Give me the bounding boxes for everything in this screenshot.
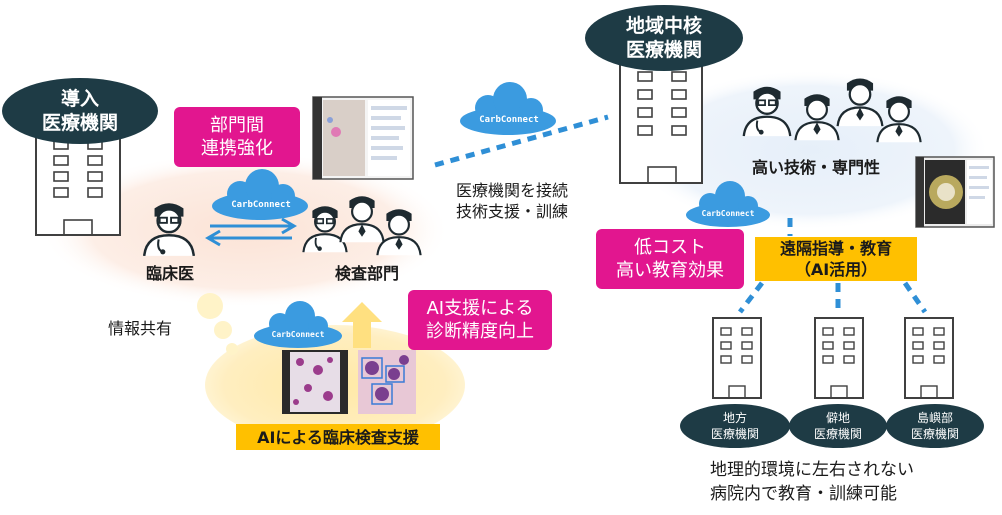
connect-text: 医療機関を接続 技術支援・訓練 [456,180,596,222]
remote-guidance-line2: （AI活用） [794,260,878,279]
thought-bubble-1 [197,293,223,319]
up-arrow-icon [342,302,382,348]
dept-collab-line2: 連携強化 [201,138,273,159]
cloud-icon-bottom [254,301,342,348]
expertise-label: 高い技術・専門性 [752,158,881,177]
cloud-label-right: CarbConnect [701,209,755,218]
ai-support-label: AIによる臨床検査支援 [257,427,419,447]
site-remote-line2: 医療機関 [813,427,862,441]
site-rural: 地方 医療機関 [680,404,790,448]
ai-accuracy-badge: AI支援による 診断精度向上 [408,290,552,350]
bottom-caption-line1: 地理的環境に左右されない [710,460,914,480]
lab-label: 検査部門 [334,264,399,283]
info-share-label: 情報共有 [108,319,173,338]
site-remote-line1: 僻地 [825,411,850,425]
thought-bubble-3 [226,343,238,355]
building-right-icon [619,54,703,184]
left-org-title: 導入 医療機関 [2,78,158,144]
low-cost-badge: 低コスト 高い教育効果 [596,229,744,289]
exchange-arrows-icon [205,217,297,247]
connect-text-line2: 技術支援・訓練 [456,202,569,221]
cloud-label-bottom: CarbConnect [271,330,325,339]
cloud-icon-center [212,169,308,220]
dept-collab-line1: 部門間 [210,115,264,136]
connect-text-line1: 医療機関を接続 [456,181,569,200]
clinician-label: 臨床医 [145,264,194,283]
right-org-line2: 医療機関 [625,39,702,61]
remote-guidance-box: 遠隔指導・教育 （AI活用） [755,237,917,281]
right-org-line1: 地域中核 [625,15,702,37]
cloud-label-center: CarbConnect [231,200,291,210]
cloud-icon-top [460,82,556,135]
remote-guidance-line1: 遠隔指導・教育 [779,239,892,258]
dashed-connectors [434,114,928,314]
left-org-line1: 導入 [60,88,99,110]
site-island-line2: 医療機関 [910,427,959,441]
site-rural-line2: 医療機関 [710,427,759,441]
ai-support-box: AIによる臨床検査支援 [236,424,440,450]
small-building-2-icon [814,317,864,399]
app-screenshot-top-image [312,96,414,180]
cloud-label-top: CarbConnect [479,115,539,125]
low-cost-line1: 低コスト [634,237,706,258]
low-cost-line2: 高い教育効果 [616,260,724,281]
ai-accuracy-line1: AI支援による [426,298,534,319]
site-island-line1: 島嶼部 [916,411,953,425]
peach-zone [40,152,450,308]
site-remote: 僻地 医療機関 [789,404,887,448]
app-screenshot-right-image [915,156,995,228]
ai-accuracy-line2: 診断精度向上 [426,321,534,342]
bottom-caption: 地理的環境に左右されない 病院内で教育・訓練可能 [710,458,990,506]
bottom-caption-line2: 病院内で教育・訓練可能 [710,484,897,504]
right-org-title: 地域中核 医療機関 [585,5,743,71]
site-island: 島嶼部 医療機関 [886,404,984,448]
small-building-1-icon [712,317,762,399]
building-left-icon [35,124,121,236]
microscopy-image-1 [282,350,348,414]
cloud-icon-right [686,181,770,227]
small-building-3-icon [904,317,954,399]
microscopy-image-2 [358,350,416,414]
site-rural-line1: 地方 [722,411,747,425]
dept-collab-badge: 部門間 連携強化 [174,107,300,167]
thought-bubble-2 [214,321,232,339]
left-org-line2: 医療機関 [41,112,118,134]
